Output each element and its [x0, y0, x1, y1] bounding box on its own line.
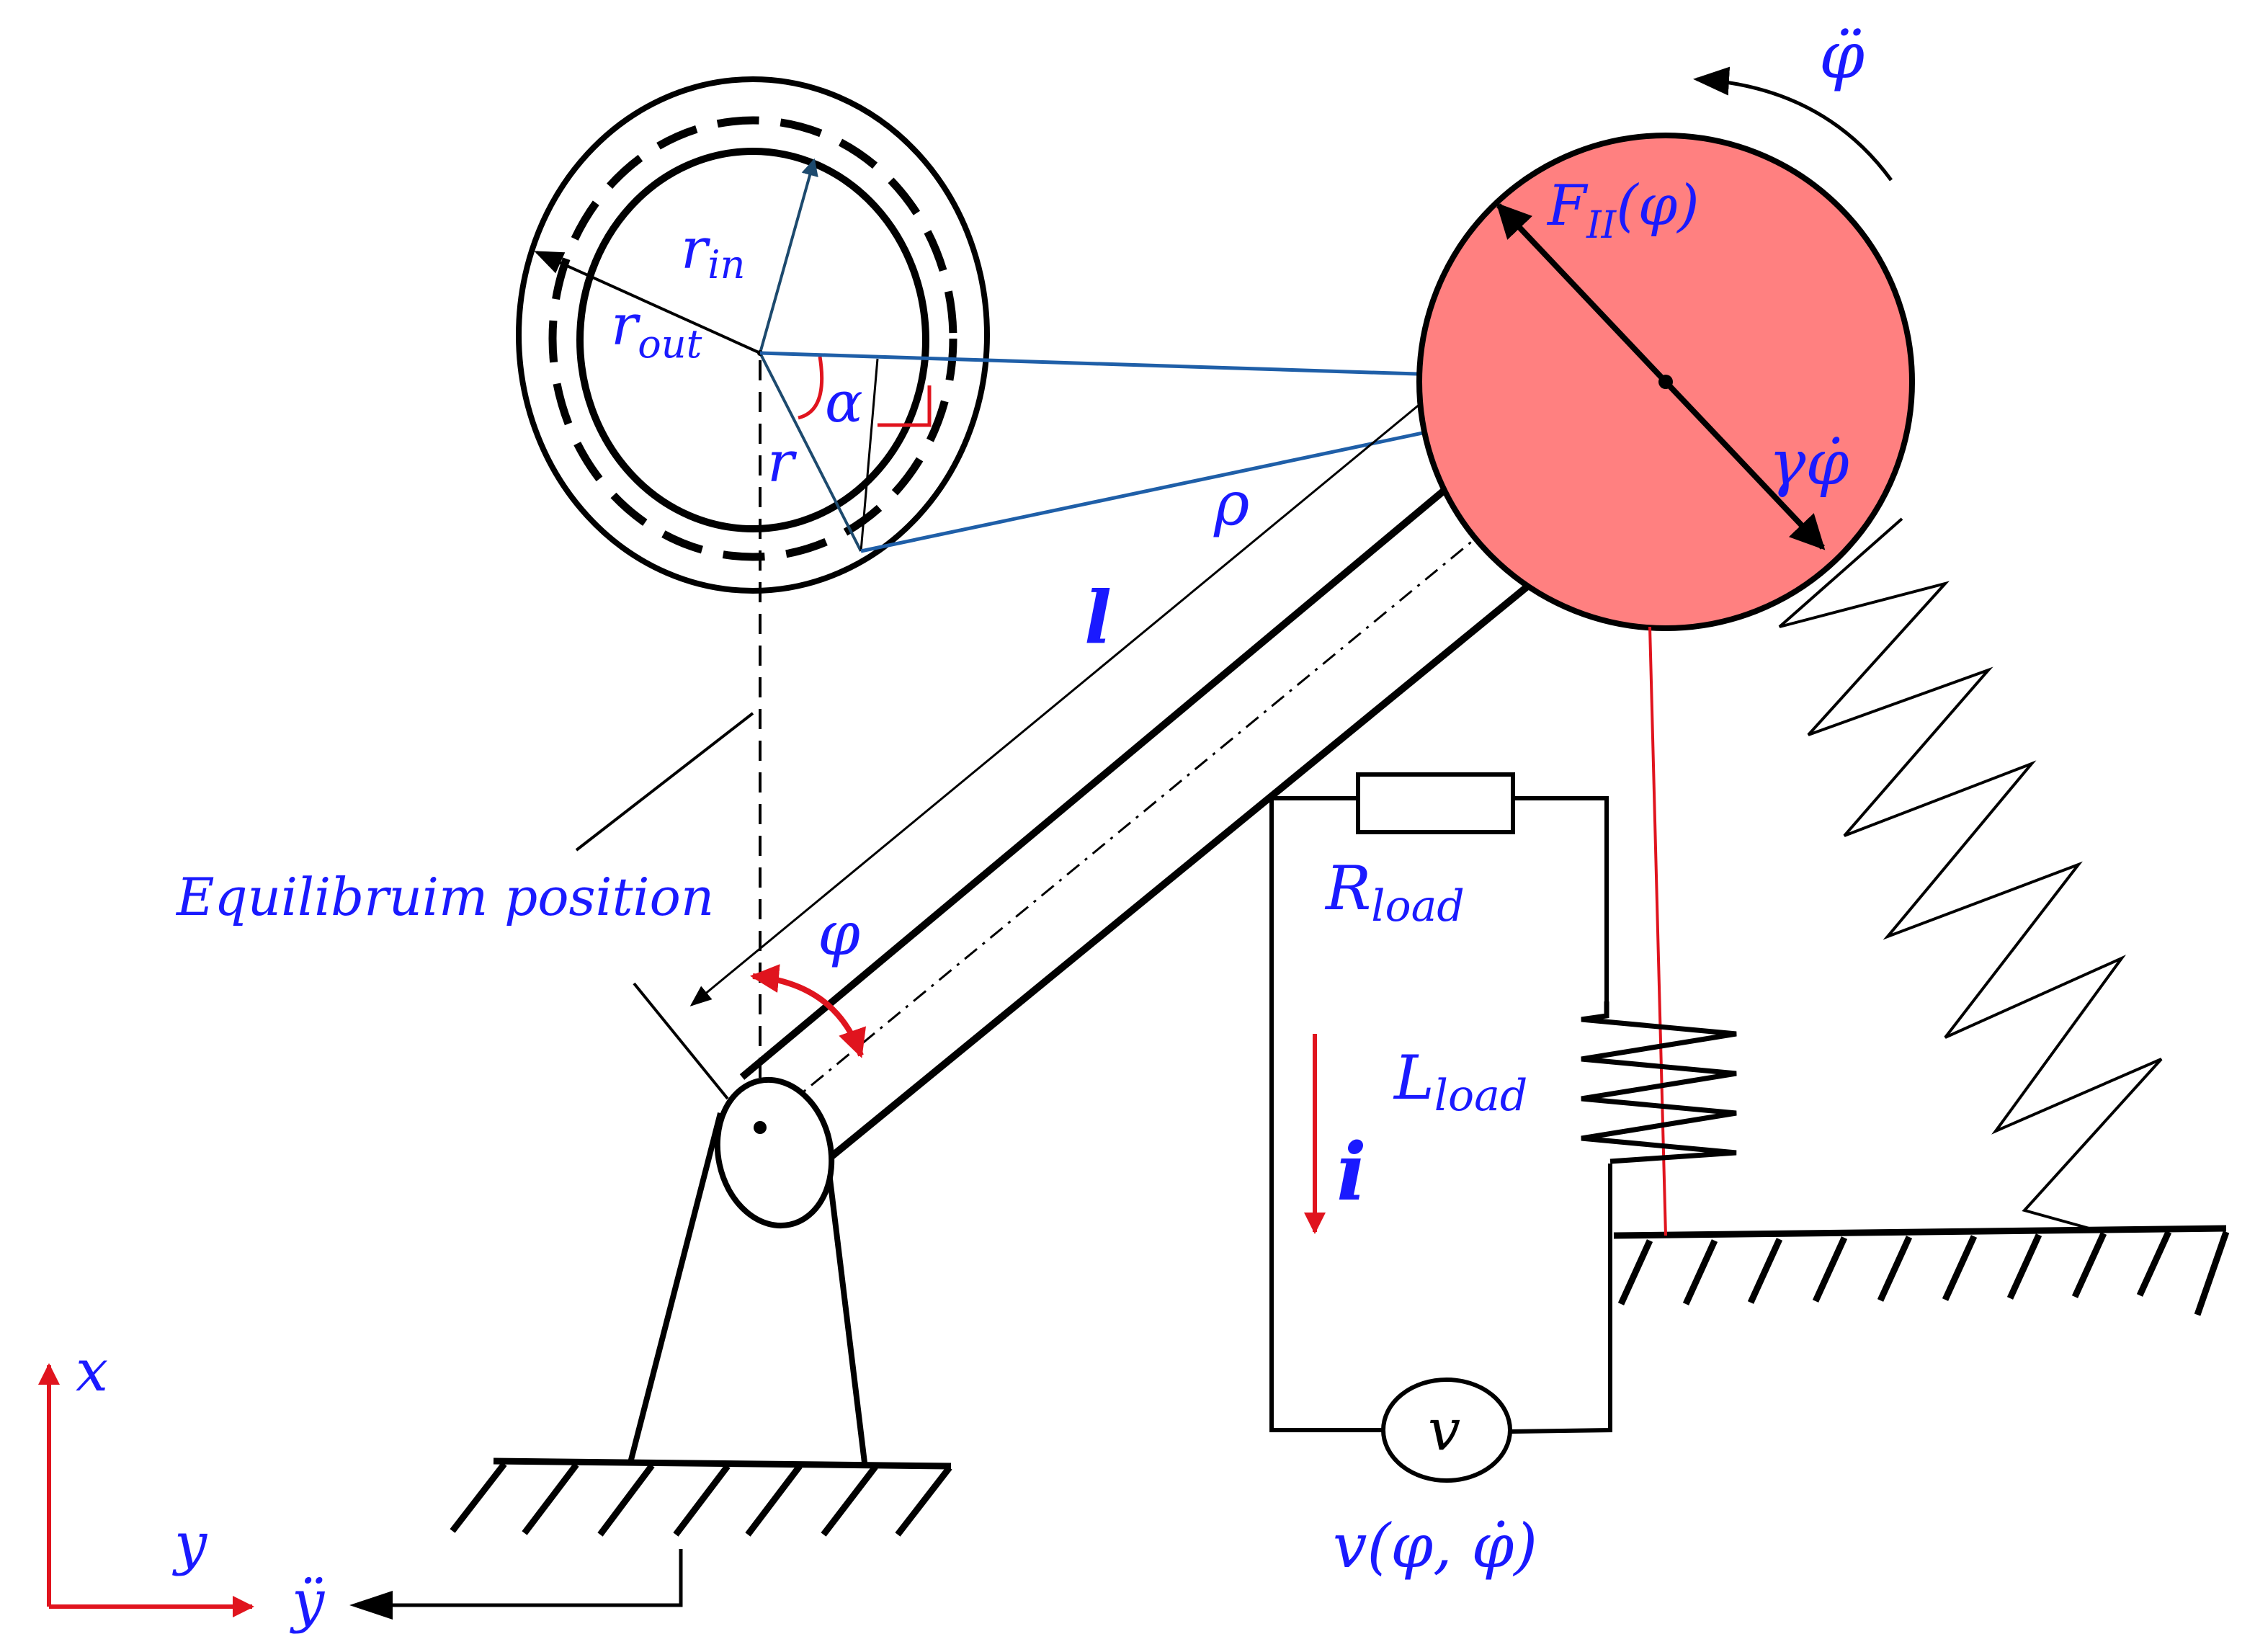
pivot-support: [349, 1076, 952, 1620]
right-ground-base: [1613, 1225, 2227, 1239]
circuit: [1269, 626, 1737, 1483]
x-axis-label: x: [76, 1337, 108, 1404]
tip-mass: [1416, 66, 1915, 631]
length-l-tick: [633, 982, 729, 1100]
base-acceleration-label: ÿ: [290, 1568, 326, 1635]
damping-label: γφ̇: [1769, 427, 1849, 499]
right-ground-hatch: [1617, 1231, 2230, 1316]
r-in-arrow: [759, 158, 818, 354]
inductor-symbol: [1581, 1001, 1737, 1164]
beam-upper-edge: [739, 481, 1455, 1080]
r-label: r: [767, 430, 798, 495]
phi-label: φ: [818, 898, 860, 969]
ground-base: [493, 1457, 952, 1470]
voltage-source-label: v: [1428, 1396, 1460, 1463]
spring: [1778, 517, 2163, 1230]
angular-acceleration-label: φ̈: [1819, 18, 1865, 94]
outer-ring: [516, 76, 990, 594]
y-axis-label: y: [172, 1510, 208, 1577]
r-in-label: rin: [681, 217, 745, 287]
spring-coil: [1778, 517, 2163, 1230]
right-ground: [1613, 1225, 2230, 1316]
coordinate-axes: [38, 1363, 254, 1617]
resistor-symbol: [1356, 772, 1515, 834]
current-label: i: [1336, 1125, 1367, 1218]
voltage-source-symbol: [1381, 1378, 1512, 1483]
support-right-leg: [826, 1166, 867, 1463]
resistor-label: Rload: [1324, 853, 1465, 932]
equilibrium-leader-line: [575, 712, 754, 852]
core-line: [1648, 626, 1667, 1236]
force-arrow: [1496, 202, 1668, 384]
circuit-wire-bottom-right: [1509, 1164, 1612, 1434]
ground-hatch: [450, 1462, 952, 1537]
ring-detail: [516, 76, 990, 1124]
phi-angle-indicator: [750, 964, 866, 1058]
inductor-label: Lload: [1393, 1042, 1527, 1121]
circuit-wire: [1269, 796, 1383, 1432]
phi-arc: [750, 964, 866, 1058]
labels: rin rout r α l ρ FII(φ) φ̈ γφ̇ Equilibru…: [76, 18, 1865, 1635]
base-excitation-arrow: [367, 1549, 683, 1607]
equilibrium-label: Equilibruim position: [175, 867, 714, 927]
alpha-arc: [798, 356, 824, 420]
rho-label: ρ: [1213, 468, 1249, 539]
damping-arrow: [1664, 380, 1826, 550]
r-out-label: rout: [611, 293, 702, 367]
pivot-center: [754, 1121, 767, 1134]
angular-acceleration-arrow: [1693, 66, 1893, 182]
alpha-reference-line: [859, 358, 879, 552]
force-label: FII(φ): [1546, 174, 1700, 247]
alpha-label: α: [825, 370, 863, 435]
circuit-wire-top-right: [1513, 796, 1609, 1001]
base-excitation-arrowhead: [349, 1591, 393, 1620]
voltage-expression-label: v(φ, φ̇): [1333, 1511, 1537, 1581]
length-l-label: l: [1084, 575, 1112, 660]
pivot-joint: [714, 1076, 835, 1229]
support-left-leg: [628, 1112, 723, 1463]
